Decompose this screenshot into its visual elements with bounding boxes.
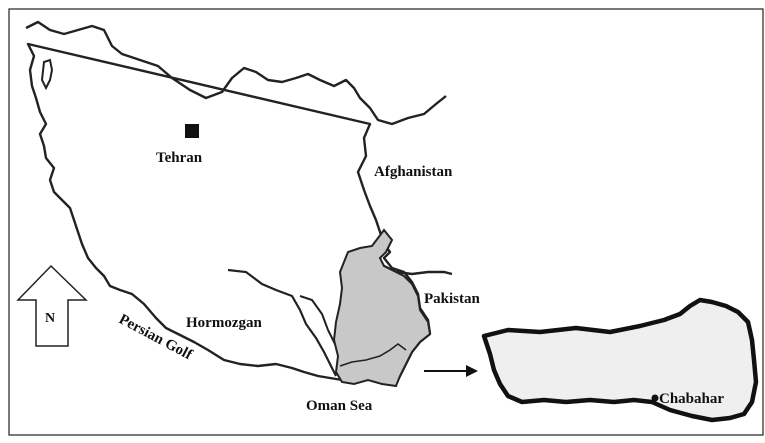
capital-marker [185, 124, 199, 138]
hormozgan-boundary [227, 268, 337, 377]
oman-sea-label: Oman Sea [306, 398, 373, 414]
inset-detail-map [481, 297, 759, 423]
afghanistan-label: Afghanistan [374, 164, 453, 180]
iran-border [25, 20, 447, 386]
chabahar-label: Chabahar [659, 391, 724, 407]
hormozgan-label: Hormozgan [186, 315, 262, 331]
highlighted-province [332, 228, 432, 388]
capital-label: Tehran [156, 150, 203, 166]
north-arrow-icon [16, 264, 88, 347]
north-arrow-label: N [45, 311, 55, 326]
inset-arrowhead [466, 365, 478, 377]
lake-outline [40, 58, 54, 91]
pakistan-label: Pakistan [424, 291, 481, 307]
province-inner-line [339, 343, 407, 367]
city-marker [651, 394, 659, 402]
